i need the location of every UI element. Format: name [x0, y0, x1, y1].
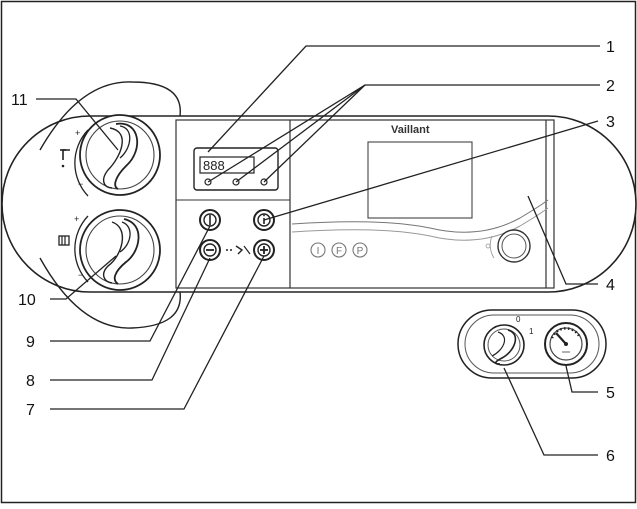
- reset-button[interactable]: [199, 209, 221, 231]
- callout-4: 4: [606, 277, 615, 294]
- svg-text:P: P: [357, 246, 364, 257]
- callout-5: 5: [606, 385, 615, 402]
- controller-slot: [367, 141, 473, 219]
- leader-6: [503, 367, 598, 456]
- small-control-knob[interactable]: [485, 229, 531, 263]
- pressure-gauge: [544, 322, 588, 366]
- radiator-icon: [58, 235, 70, 246]
- switch-mark-on: 1: [529, 327, 534, 336]
- callout-9: 9: [26, 334, 35, 351]
- minus-button[interactable]: [199, 239, 221, 261]
- heating-minus-mark: −: [78, 270, 83, 280]
- callout-1: 1: [606, 39, 615, 56]
- callout-11: 11: [11, 92, 28, 109]
- leader-4: [527, 195, 598, 285]
- callout-7: 7: [26, 402, 35, 419]
- callout-2: 2: [606, 78, 615, 95]
- chimney-sweep-icon: [226, 245, 251, 255]
- leader-11: [36, 98, 119, 151]
- leader-2c: [263, 84, 366, 183]
- info-icon: [257, 213, 271, 227]
- leader-1: [207, 45, 600, 153]
- hot-water-plus-mark: +: [75, 128, 80, 138]
- hot-water-temperature-knob[interactable]: [74, 114, 161, 197]
- display-window: 888: [193, 147, 279, 191]
- status-led-3: [260, 178, 268, 186]
- svg-text:I: I: [317, 246, 320, 257]
- leader-2b: [235, 84, 366, 183]
- lower-button-p[interactable]: P: [352, 242, 368, 258]
- callout-6: 6: [606, 448, 615, 465]
- leader-3: [263, 120, 599, 221]
- lower-button-f[interactable]: F: [331, 242, 347, 258]
- leader-9: [50, 225, 211, 342]
- status-led-1: [204, 178, 212, 186]
- leader-8: [50, 257, 211, 381]
- leader-5: [565, 365, 598, 393]
- status-led-2: [232, 178, 240, 186]
- tap-icon: [60, 149, 70, 168]
- callout-3: 3: [606, 114, 615, 131]
- callout-leader-lines: [36, 45, 600, 456]
- svg-text:F: F: [336, 246, 342, 257]
- switch-mark-off: 0: [516, 315, 521, 324]
- leader-7: [50, 255, 265, 410]
- callout-labels: 1 2 3 4 5 6 7 8 9 10 11: [11, 39, 615, 465]
- brand-logo: Vaillant: [391, 124, 430, 136]
- display-digits: 888: [203, 158, 225, 173]
- leader-10: [50, 255, 117, 300]
- minus-icon: [203, 243, 217, 257]
- lower-button-i[interactable]: I: [310, 242, 326, 258]
- plus-button[interactable]: [253, 239, 275, 261]
- heating-plus-mark: +: [74, 214, 79, 224]
- callout-8: 8: [26, 373, 35, 390]
- main-power-switch[interactable]: [483, 324, 525, 366]
- hot-water-minus-mark: −: [78, 179, 83, 189]
- callout-10: 10: [18, 292, 36, 309]
